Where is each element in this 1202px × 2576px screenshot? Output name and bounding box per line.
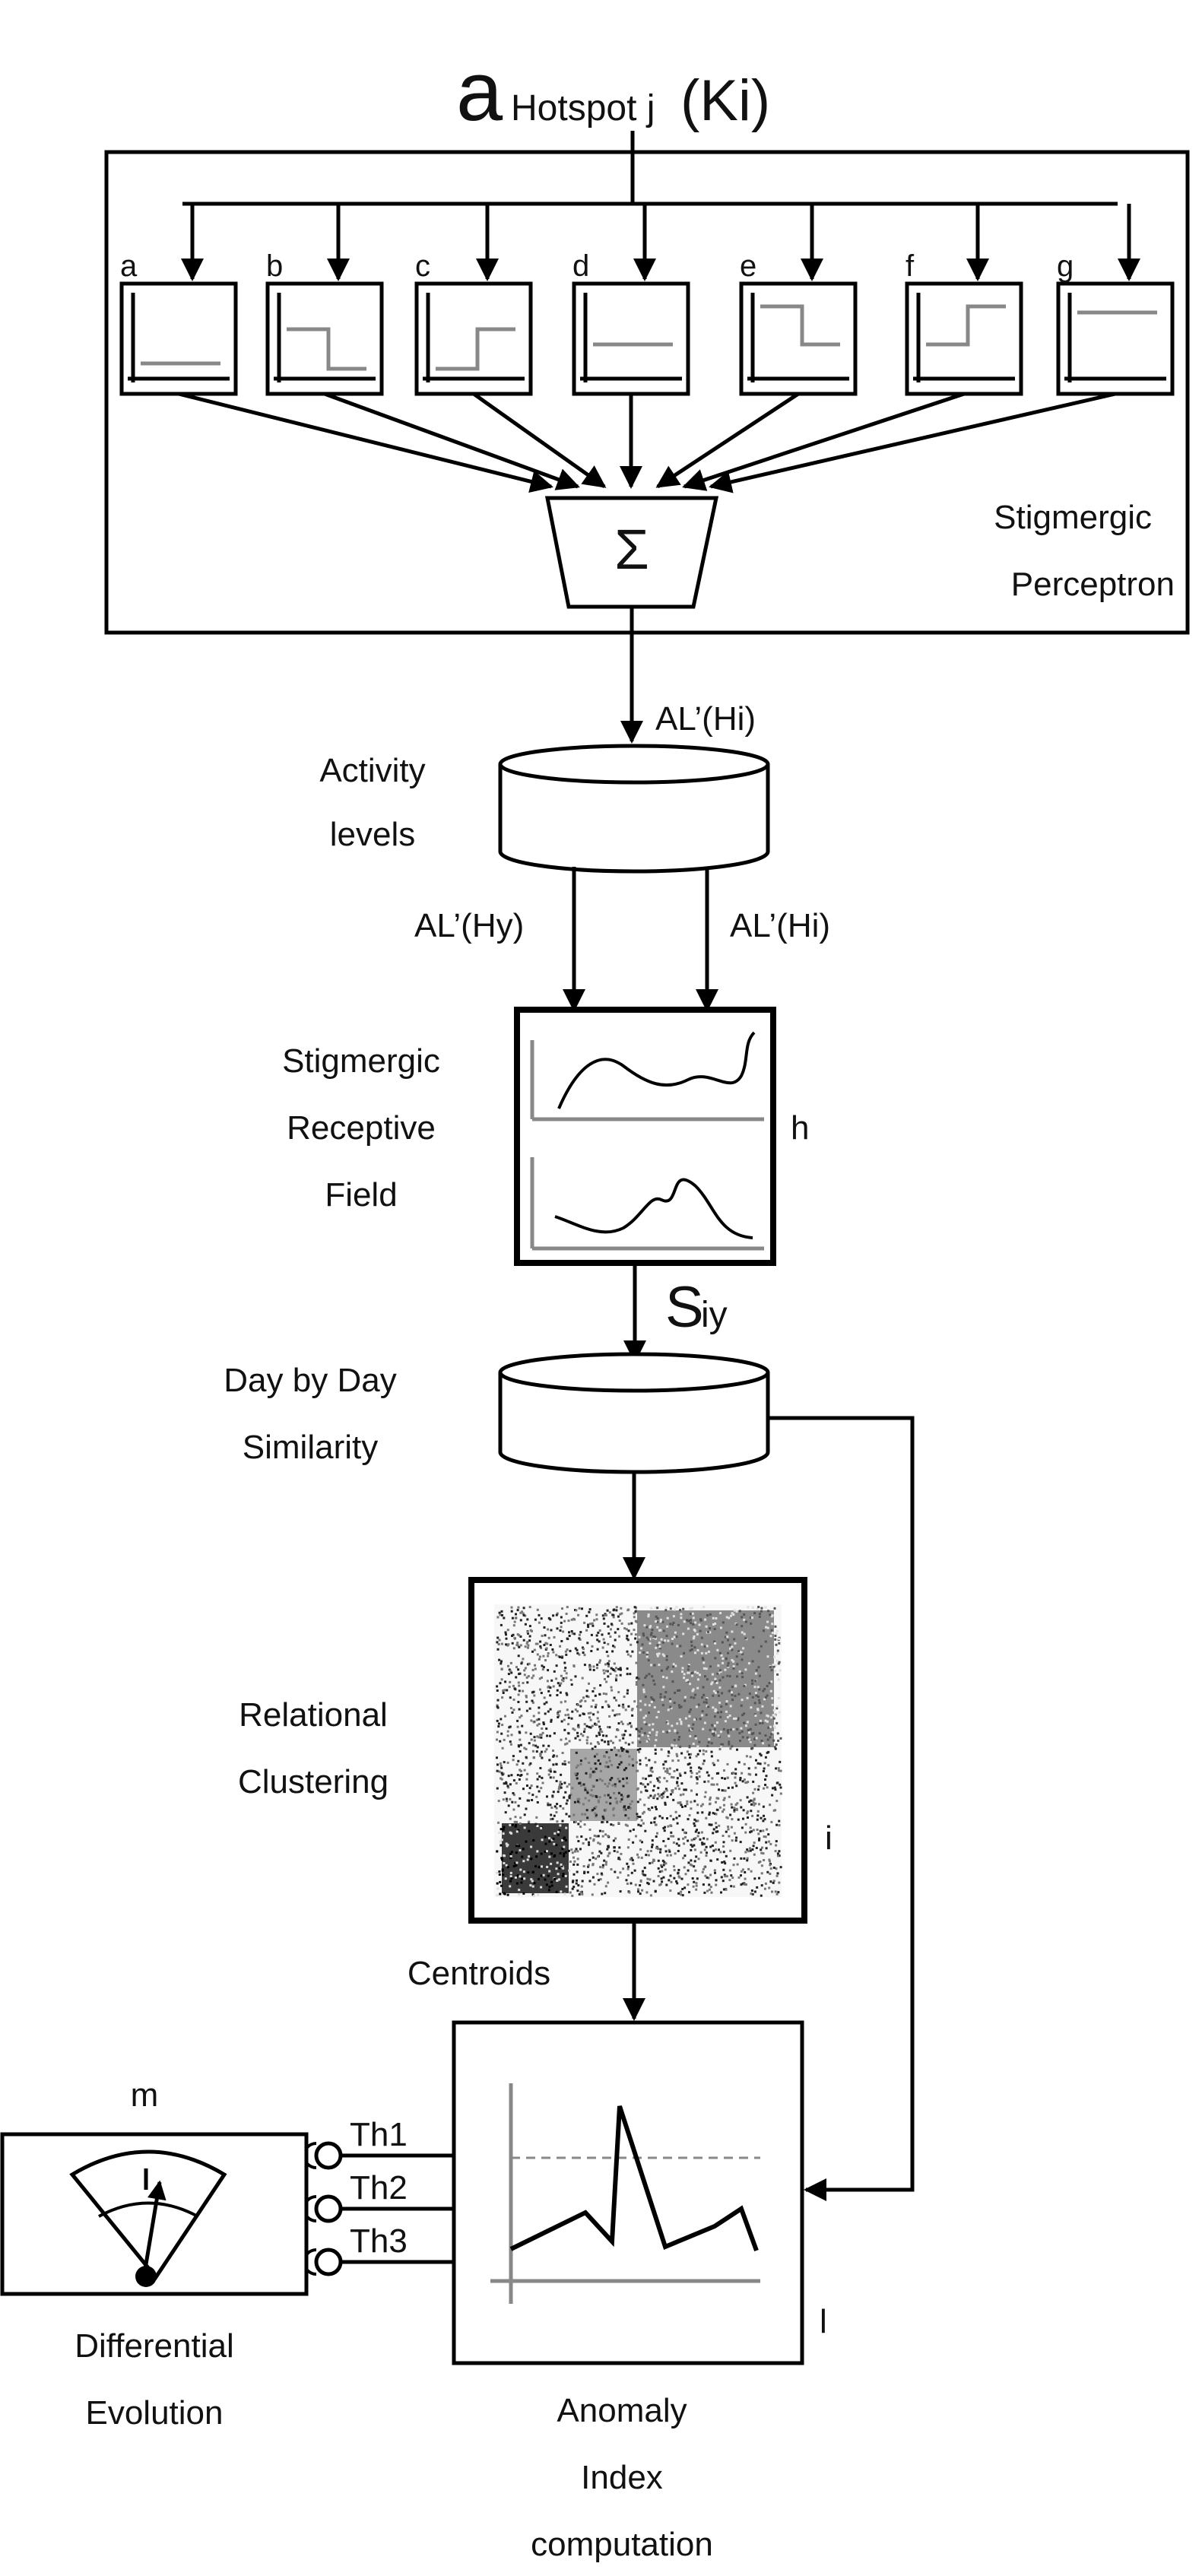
similarity-sub: iy xyxy=(701,1295,728,1335)
similarity-s: S xyxy=(665,1275,704,1340)
anomaly-title-line1: Anomaly xyxy=(557,2392,687,2429)
clustering-tag: i xyxy=(825,1819,833,1857)
similarity-matrix xyxy=(494,1604,782,1897)
similarity-database xyxy=(498,1352,770,1474)
anomaly-box xyxy=(452,2020,804,2365)
input-label: a Hotspot j (Ki) xyxy=(456,45,770,138)
evolution-box xyxy=(0,2132,309,2296)
anomaly-tag: l xyxy=(820,2303,827,2340)
clustering-title-line1: Relational xyxy=(239,1696,388,1734)
filter-label-d: d xyxy=(572,249,589,283)
filter-c: c xyxy=(414,204,607,489)
anomaly-title-line3: computation xyxy=(531,2526,713,2563)
centroids-label: Centroids xyxy=(408,1955,550,1992)
perceptron-title-line2: Perceptron xyxy=(1011,566,1175,603)
sum-symbol: Σ xyxy=(614,518,649,581)
perceptron-title-line1: Stigmergic xyxy=(994,499,1152,536)
activity-title-line1: Activity xyxy=(319,752,425,789)
summation-node: Σ xyxy=(544,496,719,609)
receptive-title-line1: Stigmergic xyxy=(282,1042,440,1080)
receptive-field-box xyxy=(514,1007,776,1266)
al-hi-label: AL’(Hi) xyxy=(730,907,830,944)
al-hi-top-label: AL’(Hi) xyxy=(655,700,756,738)
filter-label-a: a xyxy=(120,249,138,283)
input-a: a xyxy=(456,45,503,138)
filter-label-b: b xyxy=(266,249,283,283)
clustering-box xyxy=(468,1577,807,1924)
receptive-title-line2: Receptive xyxy=(287,1109,436,1147)
filter-f: f xyxy=(682,204,1023,491)
similarity-title-line1: Day by Day xyxy=(224,1362,396,1399)
evolution-title-line2: Evolution xyxy=(85,2394,223,2432)
threshold-th3: Th3 xyxy=(350,2222,408,2260)
receptive-tag: h xyxy=(791,1109,809,1147)
filter-g: g xyxy=(709,204,1175,493)
threshold-th1: Th1 xyxy=(350,2116,408,2153)
al-hy-label: AL’(Hy) xyxy=(414,907,524,944)
filter-e: e xyxy=(655,204,858,489)
filter-label-g: g xyxy=(1057,249,1074,283)
filter-label-f: f xyxy=(905,249,915,283)
filter-a: a xyxy=(119,204,553,493)
arrow-similarity-to-anomaly xyxy=(768,1416,915,2201)
filter-label-c: c xyxy=(415,249,430,283)
filter-functions: a b c d e f g xyxy=(119,204,1175,493)
input-arg: (Ki) xyxy=(680,68,770,133)
anomaly-title-line2: Index xyxy=(581,2459,663,2496)
input-sub: Hotspot j xyxy=(511,88,655,128)
evolution-title-line1: Differential xyxy=(75,2327,234,2365)
activity-title-line2: levels xyxy=(330,816,416,853)
similarity-title-line2: Similarity xyxy=(243,1429,378,1466)
receptive-title-line3: Field xyxy=(325,1176,397,1213)
evolution-tag: m xyxy=(131,2076,159,2114)
activity-database xyxy=(498,744,770,874)
filter-d: d xyxy=(572,204,690,489)
filter-b: b xyxy=(265,204,580,490)
clustering-title-line2: Clustering xyxy=(238,1763,389,1800)
threshold-th2: Th2 xyxy=(350,2169,408,2206)
filter-label-e: e xyxy=(740,249,756,283)
